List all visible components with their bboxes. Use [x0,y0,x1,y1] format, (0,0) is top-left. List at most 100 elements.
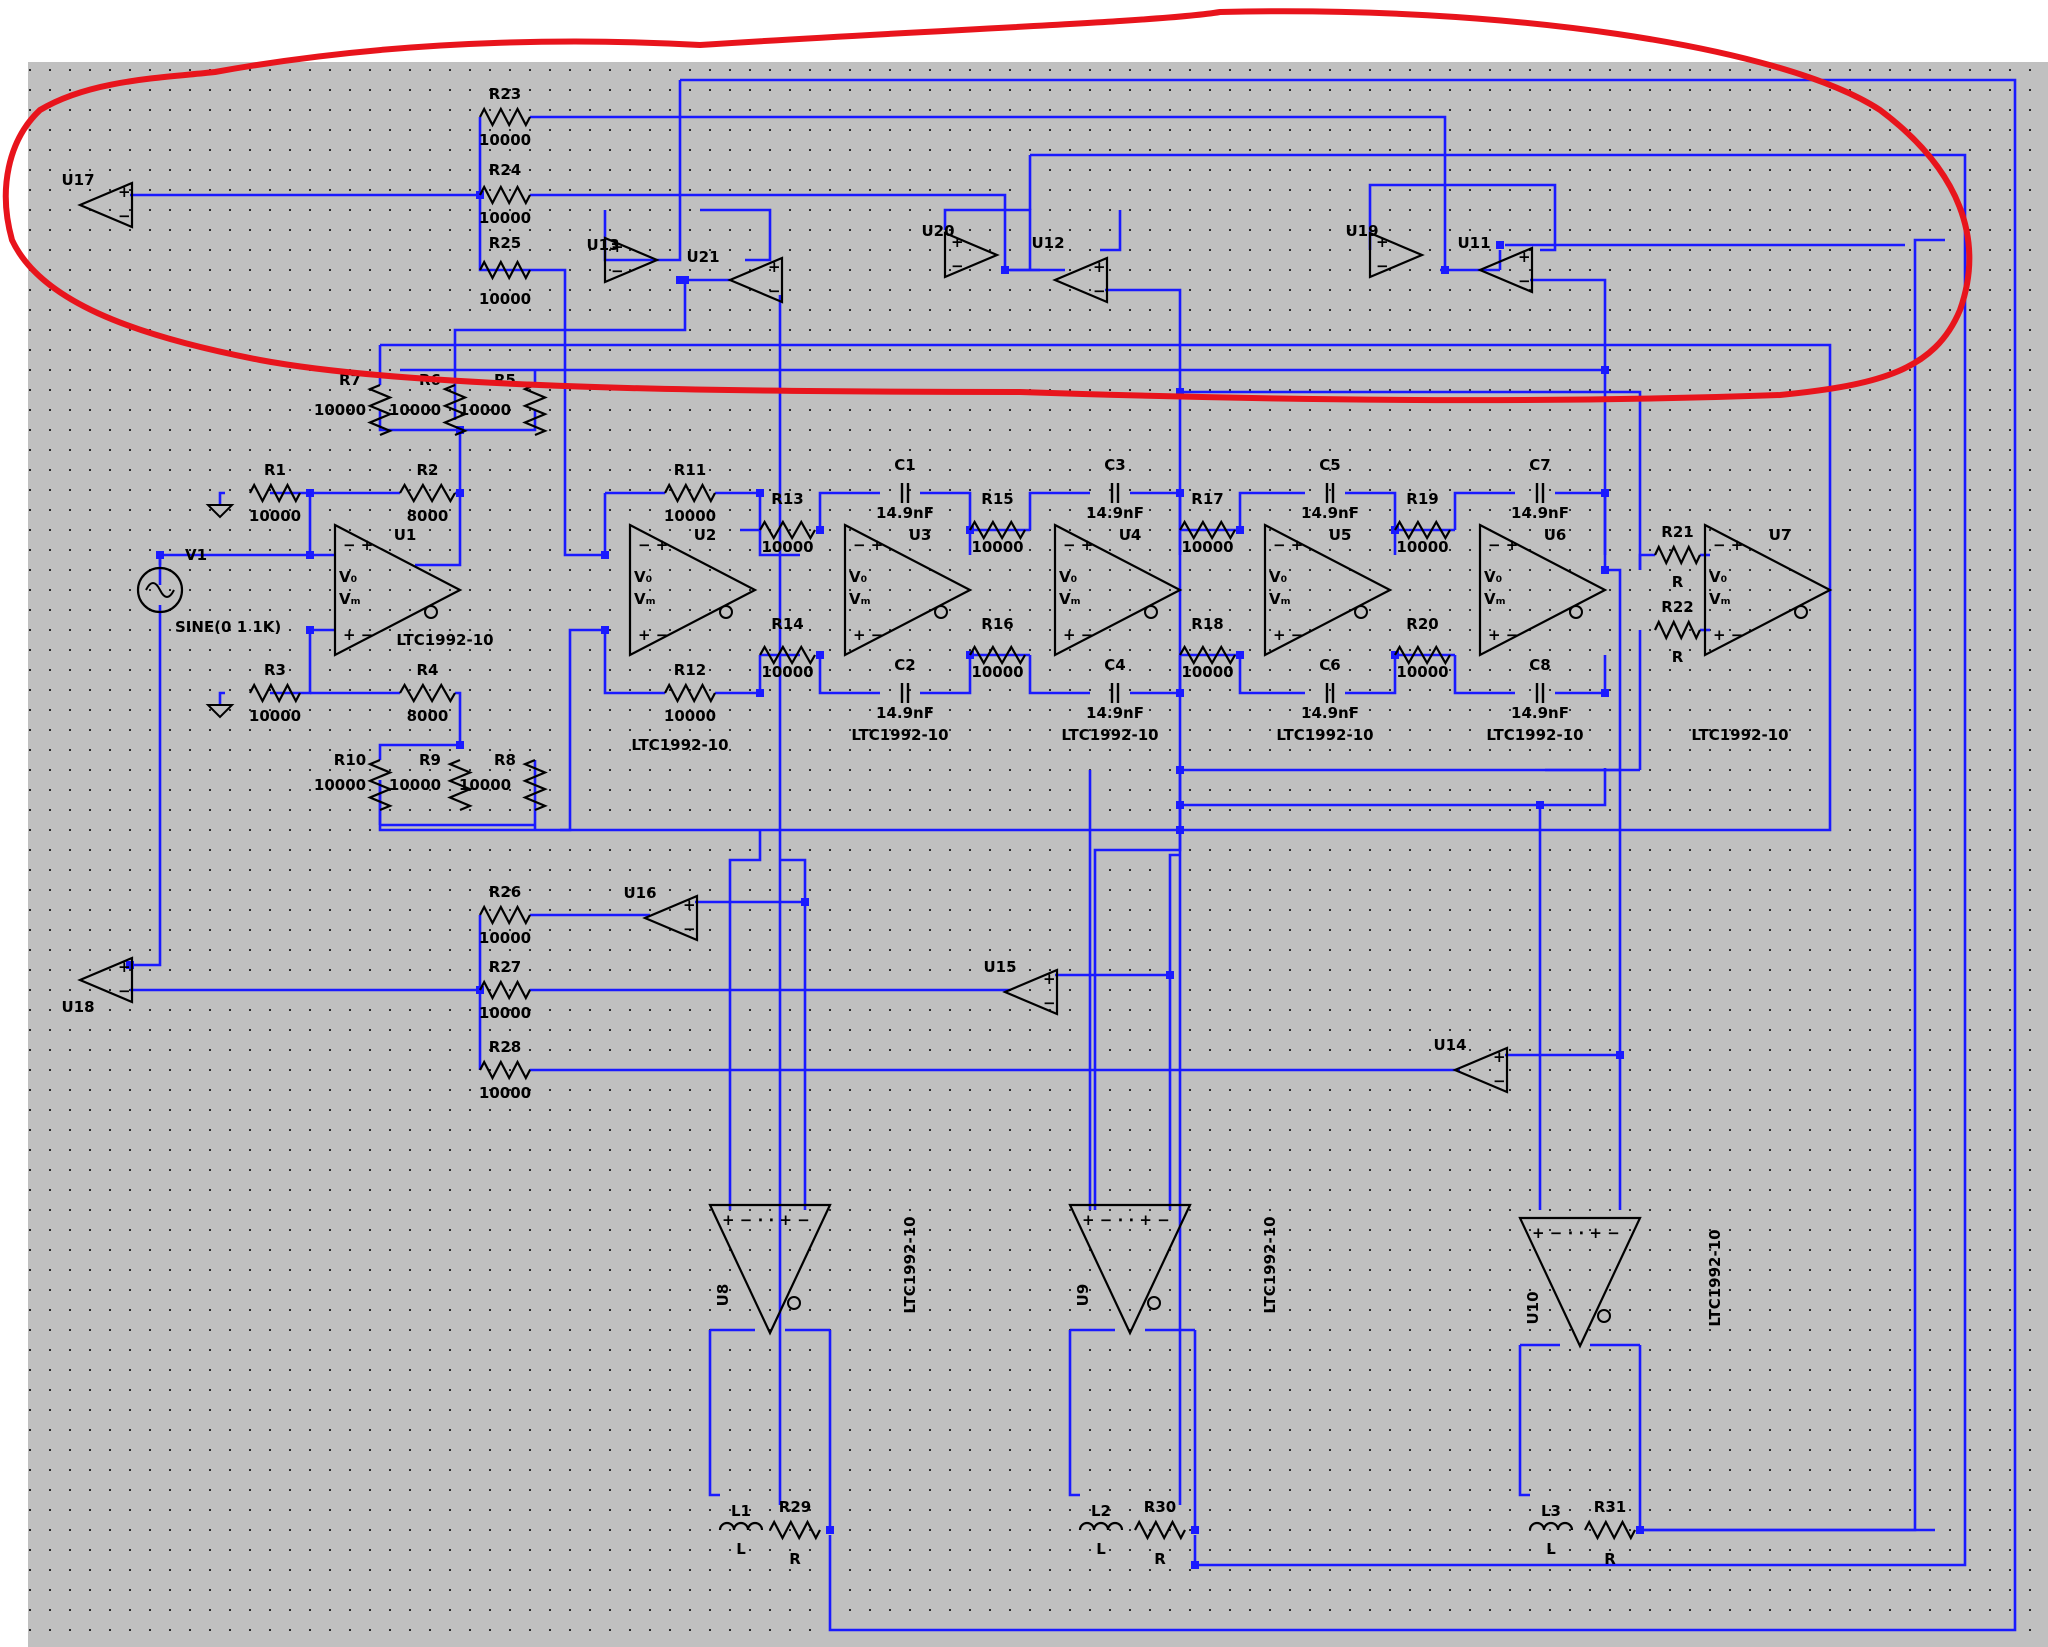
capacitor-c4[interactable] [1110,683,1120,703]
resistor-r11[interactable] [664,482,716,504]
resistor-r19[interactable] [1394,519,1451,541]
capacitor-ref-c8: C8 [1529,656,1550,674]
resistor-ref-r28: R28 [489,1038,521,1056]
opamp-u10[interactable]: + − ∙ ∙ + − [1518,1216,1642,1349]
resistor-r26[interactable] [479,904,531,926]
resistor-r12[interactable] [664,682,716,704]
wire-junction [1176,388,1184,396]
buffer-u16[interactable]: +− [642,894,699,942]
capacitor-c7[interactable] [1535,483,1545,503]
capacitor-c5[interactable] [1325,483,1335,503]
resistor-r10[interactable] [367,758,393,812]
capacitor-c3[interactable] [1110,483,1120,503]
resistor-r29[interactable] [769,1519,821,1541]
buffer-u14[interactable]: +− [1452,1046,1509,1094]
voltage-source-v1[interactable] [136,566,184,614]
resistor-r23[interactable] [479,106,531,128]
resistor-r17[interactable] [1179,519,1236,541]
resistor-r28[interactable] [479,1059,531,1081]
resistor-r25[interactable] [479,259,531,281]
resistor-r7[interactable] [367,383,393,437]
resistor-value-r3: 10000 [249,707,301,725]
resistor-r16[interactable] [969,644,1026,666]
buffer-u18[interactable]: +− [77,956,134,1004]
wire-junction [126,961,134,969]
resistor-ref-r16: R16 [981,615,1013,633]
wire [1180,390,1642,570]
buffer-body [1477,246,1534,294]
wire [818,491,880,530]
ground-symbol [205,504,235,519]
buffer-body [1452,1046,1509,1094]
wire [780,858,807,902]
resistor-r24[interactable] [479,184,531,206]
resistor-r6[interactable] [442,383,468,437]
buffer-u20[interactable]: +− [943,231,1000,279]
source-circle [136,566,184,614]
buffer-u21[interactable]: +− [727,256,784,304]
pin-glyphs: + − ∙ ∙ + − [722,1211,810,1229]
opamp-u9[interactable]: + − ∙ ∙ + − [1068,1203,1192,1336]
resistor-r18[interactable] [1179,644,1236,666]
resistor-r15[interactable] [969,519,1026,541]
inductor-ref-l1: L1 [731,1502,751,1520]
capacitor-c6[interactable] [1325,683,1335,703]
buffer-u11[interactable]: +− [1477,246,1534,294]
resistor-ref-r4: R4 [417,661,439,679]
wire-junction [1601,689,1609,697]
resistor-r14[interactable] [759,644,816,666]
resistor-r5[interactable] [522,383,548,437]
resistor-r31[interactable] [1584,1519,1636,1541]
inductor-ref-l2: L2 [1091,1502,1111,1520]
resistor-r4[interactable] [399,682,456,704]
capacitor-ref-c3: C3 [1104,456,1125,474]
resistor-value-r8: 10000 [459,776,511,794]
plus-pin-glyph: + − [638,626,668,644]
wire [1055,853,1180,977]
resistor-r8[interactable] [522,758,548,812]
resistor-r27[interactable] [479,979,531,1001]
capacitor-value-c8: 14.9nF [1511,704,1569,722]
opamp-model-u8: LTC1992-10 [901,1216,919,1313]
opamp-inverting-output-bubble [1794,605,1808,619]
resistor-r1[interactable] [249,482,301,504]
resistor-r3[interactable] [249,682,301,704]
wire [1030,153,1967,1567]
inductor-l2[interactable] [1078,1521,1124,1531]
wire-junction [1601,566,1609,574]
buffer-u19[interactable]: +− [1368,231,1425,279]
minus-pin-glyph: − + [853,536,883,554]
buffer-u12[interactable]: +− [1052,256,1109,304]
resistor-r22[interactable] [1654,619,1701,641]
capacitor-c8[interactable] [1535,683,1545,703]
buffer-ref-u21: U21 [686,248,719,266]
capacitor-value-c5: 14.9nF [1301,504,1359,522]
buffer-body [1052,256,1109,304]
buffer-pin-glyph: − [683,920,696,938]
resistor-r2[interactable] [399,482,456,504]
capacitor-c2[interactable] [900,683,910,703]
inductor-l3[interactable] [1528,1521,1574,1531]
resistor-symbol [249,482,301,504]
buffer-u13[interactable]: +− [603,236,660,284]
opamp-u8[interactable]: + − ∙ ∙ + − [708,1203,832,1336]
vocm-pin-glyph: V₀ [339,568,357,586]
resistor-r21[interactable] [1654,544,1701,566]
resistor-r9[interactable] [447,758,473,812]
resistor-r30[interactable] [1134,1519,1186,1541]
buffer-u15[interactable]: +− [1002,968,1059,1016]
buffer-u17[interactable]: +− [77,181,134,229]
resistor-symbol [399,682,456,704]
resistor-r13[interactable] [759,519,816,541]
capacitor-c1[interactable] [900,483,910,503]
inductor-l1[interactable] [718,1521,764,1531]
resistor-r20[interactable] [1394,644,1451,666]
